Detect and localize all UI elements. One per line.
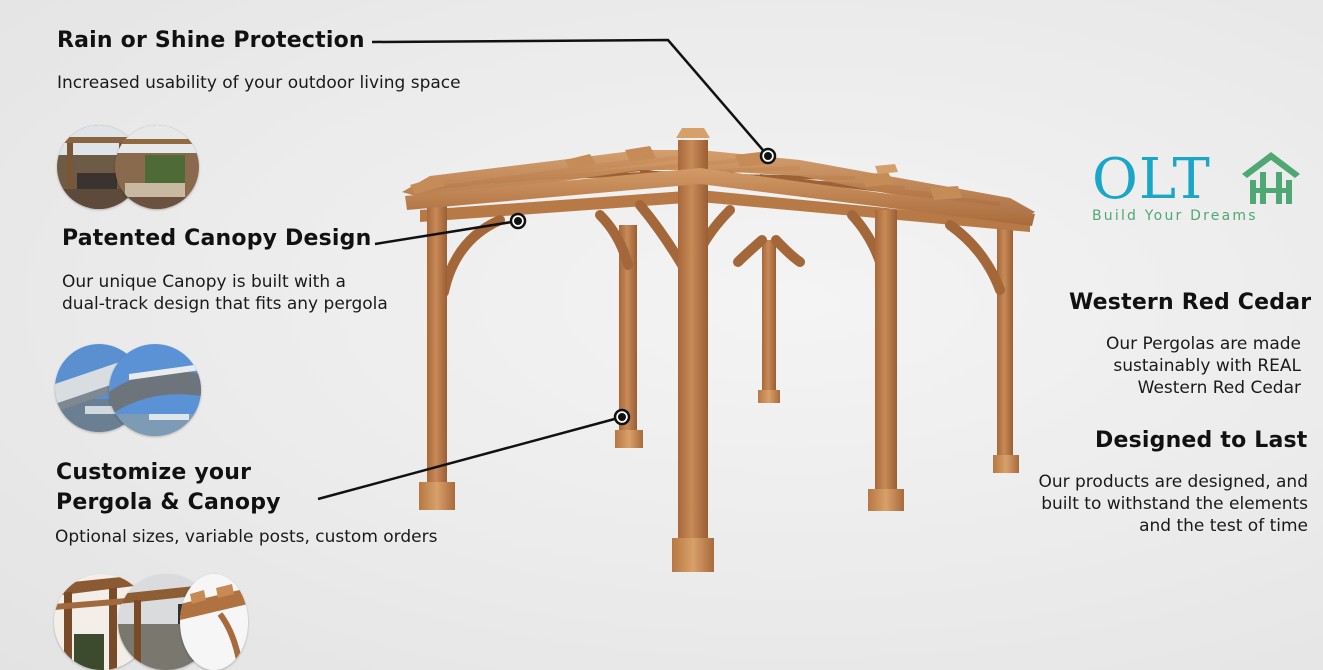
house-grid-icon — [1240, 150, 1302, 214]
customize-title: Customize your Pergola & Canopy — [56, 458, 281, 518]
customize-callout-line — [317, 415, 623, 501]
logo-wordmark: OLT — [1092, 147, 1211, 212]
rain-callout-line — [371, 38, 769, 157]
custom-pergola-photo-3 — [180, 574, 248, 670]
canopy-desc-line-1: Our unique Canopy is built with a — [62, 272, 346, 292]
designed-desc-line-2: built to withstand the elements — [1041, 494, 1308, 514]
cedar-desc-line-3: Western Red Cedar — [1137, 378, 1301, 398]
customize-title-line-1: Customize your — [56, 460, 252, 485]
canopy-desc-line-2: dual-track design that fits any pergola — [62, 294, 388, 314]
rain-protection-description: Increased usability of your outdoor livi… — [57, 73, 461, 93]
roof-slats — [402, 146, 1035, 232]
designed-desc-line-3: and the test of time — [1139, 516, 1308, 536]
front-beam — [405, 168, 1035, 226]
front-posts — [419, 128, 904, 572]
logo-tagline: Build Your Dreams — [1092, 208, 1258, 224]
designed-desc-line-1: Our products are designed, and — [1038, 472, 1308, 492]
cedar-description: Our Pergolas are made sustainably with R… — [1106, 333, 1301, 399]
canopy-fabric-photo — [109, 344, 201, 436]
canopy-design-title: Patented Canopy Design — [62, 226, 372, 251]
rain-protection-title: Rain or Shine Protection — [57, 28, 365, 53]
canopy-callout-line — [374, 219, 519, 246]
cedar-title: Western Red Cedar — [1069, 290, 1312, 315]
designed-to-last-description: Our products are designed, and built to … — [1038, 471, 1308, 537]
olt-logo: OLT Build Your Dreams — [1088, 148, 1308, 228]
cedar-desc-line-1: Our Pergolas are made — [1105, 334, 1301, 354]
customize-description: Optional sizes, variable posts, custom o… — [55, 527, 438, 547]
cedar-desc-line-2: sustainably with REAL — [1113, 356, 1301, 376]
canopy-design-description: Our unique Canopy is built with a dual-t… — [62, 271, 388, 315]
pergola-lounge-photo — [115, 125, 199, 209]
back-posts — [615, 225, 1019, 473]
designed-to-last-title: Designed to Last — [1095, 428, 1308, 453]
customize-title-line-2: Pergola & Canopy — [56, 490, 281, 515]
